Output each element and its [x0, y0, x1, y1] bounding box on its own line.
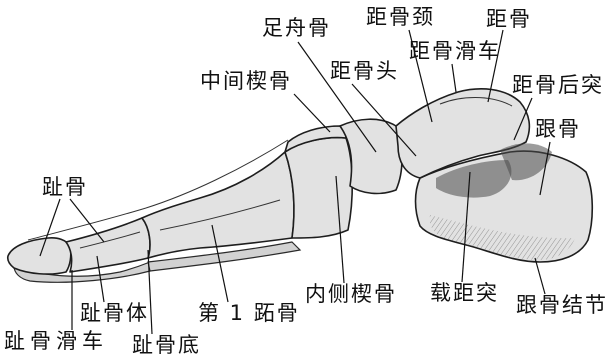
medial-cuneiform-bone [285, 138, 352, 238]
label-first-metatarsal: 第 1 跖骨 [198, 302, 300, 324]
leader-line-calcaneal-tuberosity [535, 258, 545, 294]
label-phalanx-base: 趾骨底 [132, 334, 201, 356]
leader-line-phalanges-b [70, 199, 104, 242]
first-metatarsal-bone [142, 152, 294, 258]
distal-phalanx [8, 238, 71, 274]
label-talus-posterior-process: 距骨后突 [512, 74, 604, 96]
label-intermediate-cuneiform: 中间楔骨 [200, 70, 292, 92]
label-sustentaculum-tali: 载距突 [430, 282, 499, 304]
proximal-phalanx [66, 218, 150, 272]
label-calcaneal-tuberosity: 跟骨结节 [516, 294, 608, 316]
label-phalanx-body: 趾骨体 [80, 302, 149, 324]
label-medial-cuneiform: 内侧楔骨 [305, 283, 397, 305]
label-talus: 距骨 [486, 8, 532, 30]
label-talus-trochlea: 距骨滑车 [409, 40, 501, 62]
label-calcaneus: 跟骨 [535, 118, 581, 140]
label-talus-head: 距骨头 [330, 60, 399, 82]
leader-line-intermediate-cuneiform [294, 94, 330, 132]
label-talus-neck: 距骨颈 [366, 6, 435, 28]
leader-line-talus-trochlea [452, 64, 456, 92]
label-phalanx-trochlea: 趾骨滑车 [4, 330, 108, 352]
label-phalanges: 趾骨 [42, 176, 88, 198]
label-navicular: 足舟骨 [262, 17, 331, 39]
